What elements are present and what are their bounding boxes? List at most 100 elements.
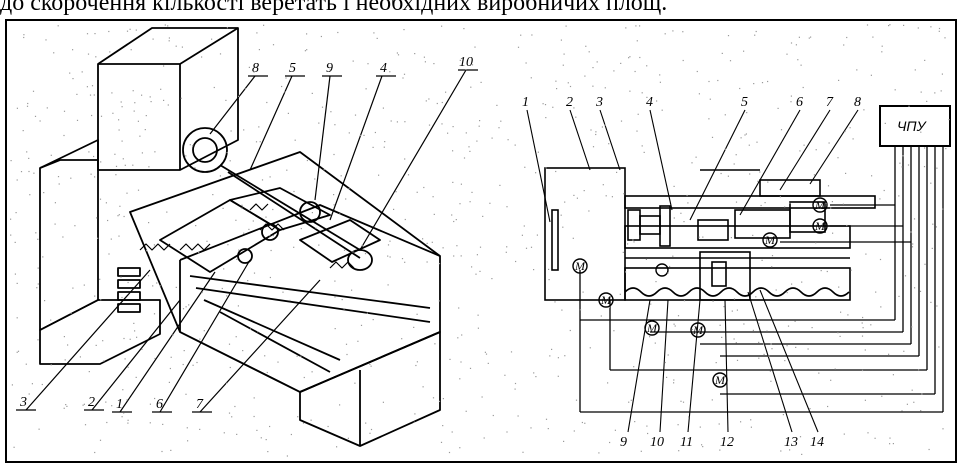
speckle-dot	[598, 452, 600, 454]
speckle-dot	[560, 214, 562, 216]
speckle-dot	[29, 194, 31, 196]
speckle-dot	[535, 376, 537, 378]
speckle-dot	[67, 344, 69, 346]
speckle-dot	[629, 56, 631, 58]
speckle-dot	[750, 419, 752, 421]
speckle-dot	[901, 166, 903, 168]
speckle-dot	[837, 332, 839, 334]
speckle-dot	[458, 307, 460, 309]
speckle-dot	[844, 130, 846, 133]
speckle-dot	[758, 357, 760, 359]
speckle-dot	[100, 115, 103, 117]
speckle-dot	[554, 301, 556, 303]
speckle-dot	[122, 158, 124, 160]
speckle-dot	[253, 71, 255, 73]
speckle-dot	[269, 235, 271, 237]
speckle-dot	[442, 247, 444, 249]
speckle-dot	[760, 204, 762, 207]
speckle-dot	[330, 111, 332, 113]
speckle-dot	[272, 208, 274, 211]
speckle-dot	[669, 265, 671, 268]
speckle-dot	[241, 207, 243, 209]
speckle-dot	[141, 152, 143, 154]
speckle-dot	[258, 126, 260, 128]
speckle-dot	[530, 77, 532, 79]
speckle-dot	[94, 295, 96, 297]
speckle-dot	[108, 253, 110, 255]
speckle-dot	[428, 124, 431, 126]
speckle-dot	[16, 317, 18, 319]
speckle-dot	[311, 212, 313, 214]
speckle-dot	[39, 120, 41, 122]
speckle-dot	[23, 34, 25, 36]
speckle-dot	[365, 422, 367, 424]
speckle-dot	[69, 72, 71, 74]
speckle-dot	[514, 144, 516, 146]
speckle-dot	[641, 92, 643, 94]
speckle-dot	[414, 53, 416, 55]
speckle-dot	[452, 126, 454, 128]
speckle-dot	[16, 107, 18, 109]
speckle-dot	[525, 62, 527, 64]
speckle-dot	[592, 85, 594, 87]
speckle-dot	[628, 57, 630, 59]
speckle-dot	[551, 348, 553, 350]
speckle-dot	[414, 413, 416, 415]
speckle-dot	[244, 88, 246, 90]
speckle-dot	[426, 242, 428, 244]
speckle-dot	[898, 295, 900, 297]
lathe-isometric-drawing	[16, 27, 478, 447]
speckle-dot	[743, 50, 745, 52]
speckle-dot	[129, 28, 131, 30]
speckle-dot	[243, 232, 245, 234]
speckle-dot	[384, 141, 386, 143]
speckle-dot	[745, 133, 747, 135]
speckle-dot	[531, 34, 533, 36]
speckle-dot	[162, 423, 164, 425]
speckle-dot	[123, 337, 125, 340]
speckle-dot	[167, 25, 169, 27]
right-label-11: 11	[680, 435, 693, 450]
speckle-dot	[247, 280, 249, 282]
speckle-dot	[622, 251, 624, 253]
speckle-dot	[422, 386, 424, 388]
speckle-dot	[634, 70, 636, 73]
speckle-dot	[914, 69, 916, 71]
speckle-dot	[72, 78, 74, 80]
speckle-dot	[236, 433, 238, 435]
speckle-dot	[122, 389, 124, 391]
speckle-dot	[721, 52, 723, 54]
speckle-dot	[334, 124, 336, 126]
speckle-dot	[709, 98, 711, 100]
speckle-dot	[892, 443, 894, 445]
speckle-dot	[650, 303, 652, 305]
speckle-dot	[629, 90, 631, 92]
speckle-dot	[354, 382, 356, 384]
speckle-dot	[801, 453, 803, 455]
speckle-dot	[919, 290, 922, 292]
speckle-dot	[677, 315, 680, 317]
speckle-dot	[401, 338, 403, 340]
speckle-dot	[201, 291, 203, 294]
speckle-dot	[426, 261, 428, 263]
speckle-dot	[124, 164, 126, 166]
speckle-dot	[583, 190, 585, 192]
speckle-dot	[856, 69, 858, 71]
speckle-dot	[870, 324, 872, 326]
speckle-dot	[673, 379, 675, 381]
speckle-dot	[720, 172, 722, 175]
speckle-dot	[70, 177, 72, 179]
speckle-dot	[708, 118, 710, 120]
speckle-dot	[389, 256, 391, 258]
speckle-dot	[32, 90, 35, 92]
speckle-dot	[438, 400, 441, 402]
speckle-dot	[270, 249, 272, 252]
speckle-dot	[727, 35, 730, 37]
speckle-dot	[303, 376, 305, 379]
speckle-dot	[423, 186, 425, 189]
speckle-dot	[525, 247, 528, 249]
speckle-dot	[300, 228, 302, 230]
speckle-dot	[542, 103, 544, 105]
speckle-dot	[378, 174, 380, 176]
motor-symbol: M	[574, 259, 586, 273]
